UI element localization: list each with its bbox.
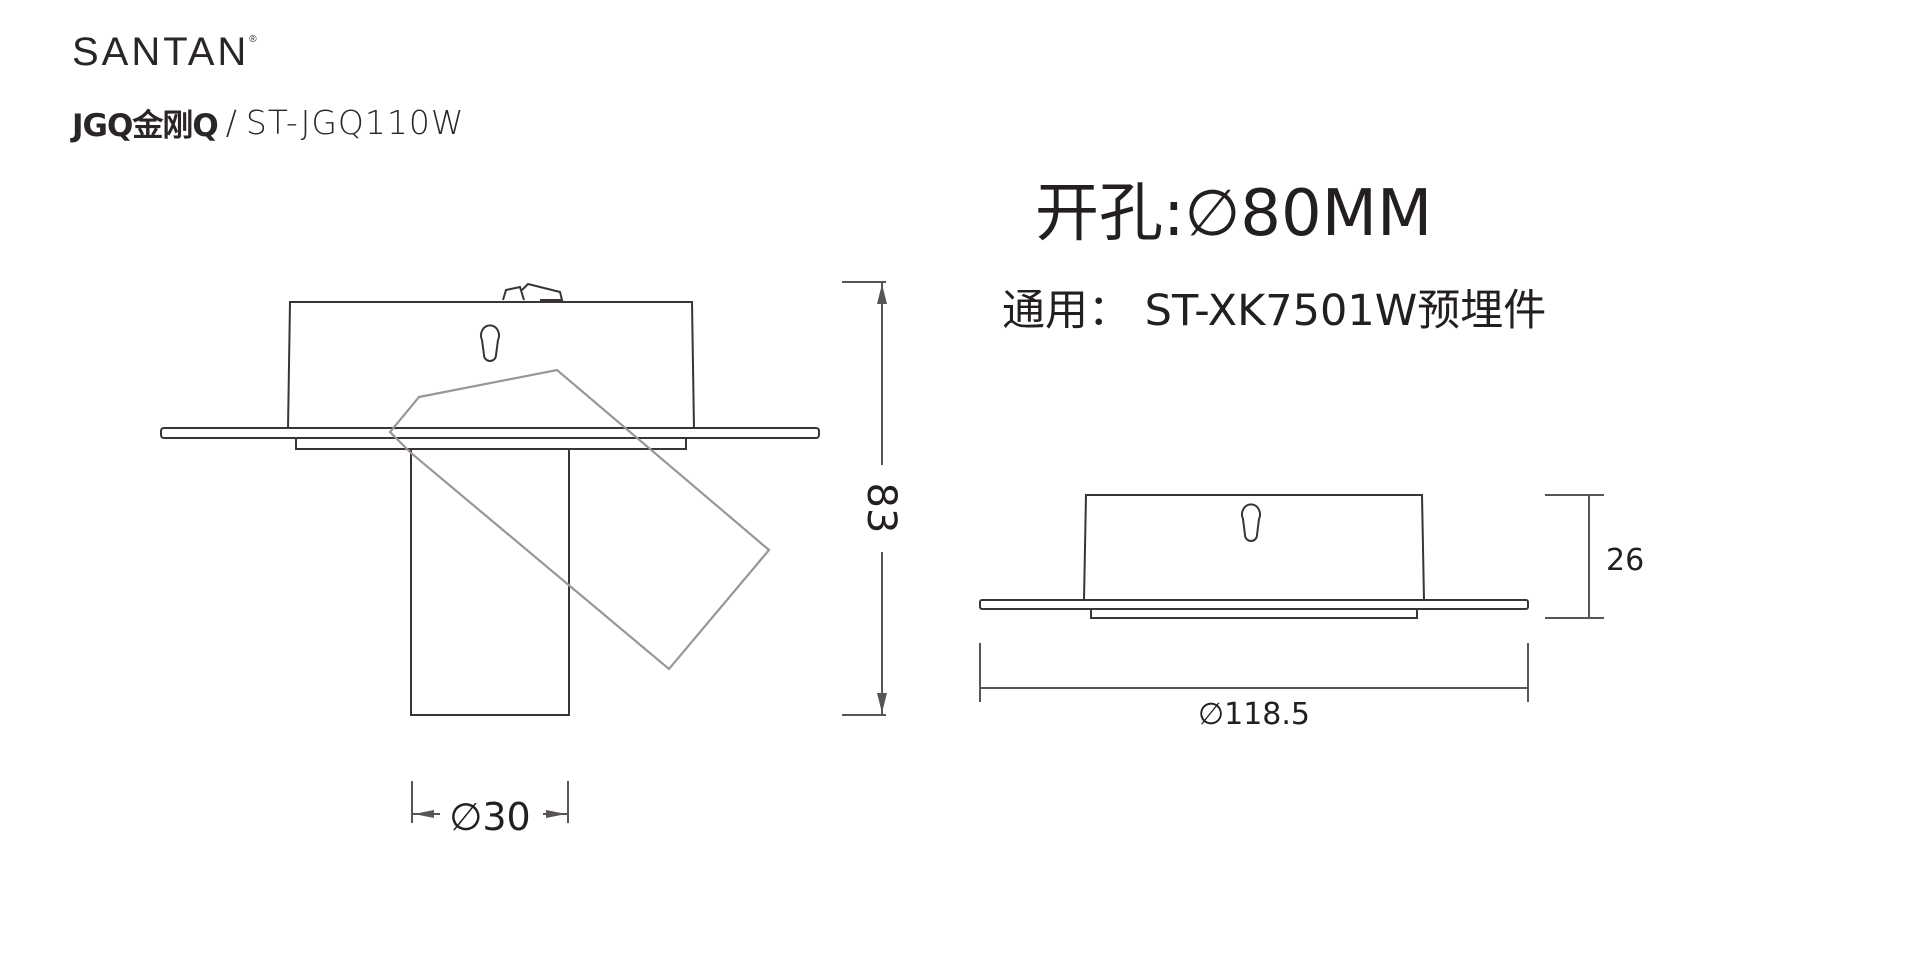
brand-logo: SANTAN® <box>72 30 257 75</box>
height-dimension: 83 <box>842 281 904 716</box>
lamp-diameter-label: ∅30 <box>449 795 530 839</box>
lamp-cylinder <box>410 448 570 716</box>
embedded-housing-view <box>979 494 1529 619</box>
series-logo: JGQ金刚Q <box>72 108 219 144</box>
registered-mark: ® <box>249 34 257 45</box>
separator: / <box>225 103 238 142</box>
height-label: 83 <box>858 483 904 534</box>
flange-diameter-label: ∅118.5 <box>1198 697 1310 732</box>
housing-box <box>1083 494 1425 601</box>
model-number: ST-JGQ110W <box>245 103 465 142</box>
housing-height-label: 26 <box>1606 543 1644 578</box>
side-view-lamp <box>160 282 820 716</box>
arrow-right-icon <box>546 810 566 818</box>
trim-plate <box>295 437 687 450</box>
housing-box <box>287 301 695 430</box>
housing-height-dimension: 26 <box>1545 494 1644 619</box>
trim-plate <box>1090 608 1418 619</box>
tilted-lamp-outline <box>388 368 771 671</box>
brand-name: SANTAN <box>72 30 250 74</box>
lamp-diameter-dimension: ∅30 <box>411 781 569 839</box>
arrow-up-icon <box>877 284 887 304</box>
connector-icon <box>502 282 564 301</box>
keyhole-icon <box>480 324 500 362</box>
cutout-spec: 开孔:∅80MM <box>1035 177 1432 251</box>
flange <box>160 427 820 439</box>
flange-diameter-dimension: ∅118.5 <box>979 643 1529 732</box>
arrow-left-icon <box>414 810 434 818</box>
compatible-spec: 通用： ST-XK7501W预埋件 <box>1002 286 1546 336</box>
keyhole-icon <box>1241 503 1261 542</box>
flange <box>979 599 1529 610</box>
product-line: JGQ金刚Q / ST-JGQ110W <box>72 100 465 145</box>
arrow-down-icon <box>877 693 887 713</box>
